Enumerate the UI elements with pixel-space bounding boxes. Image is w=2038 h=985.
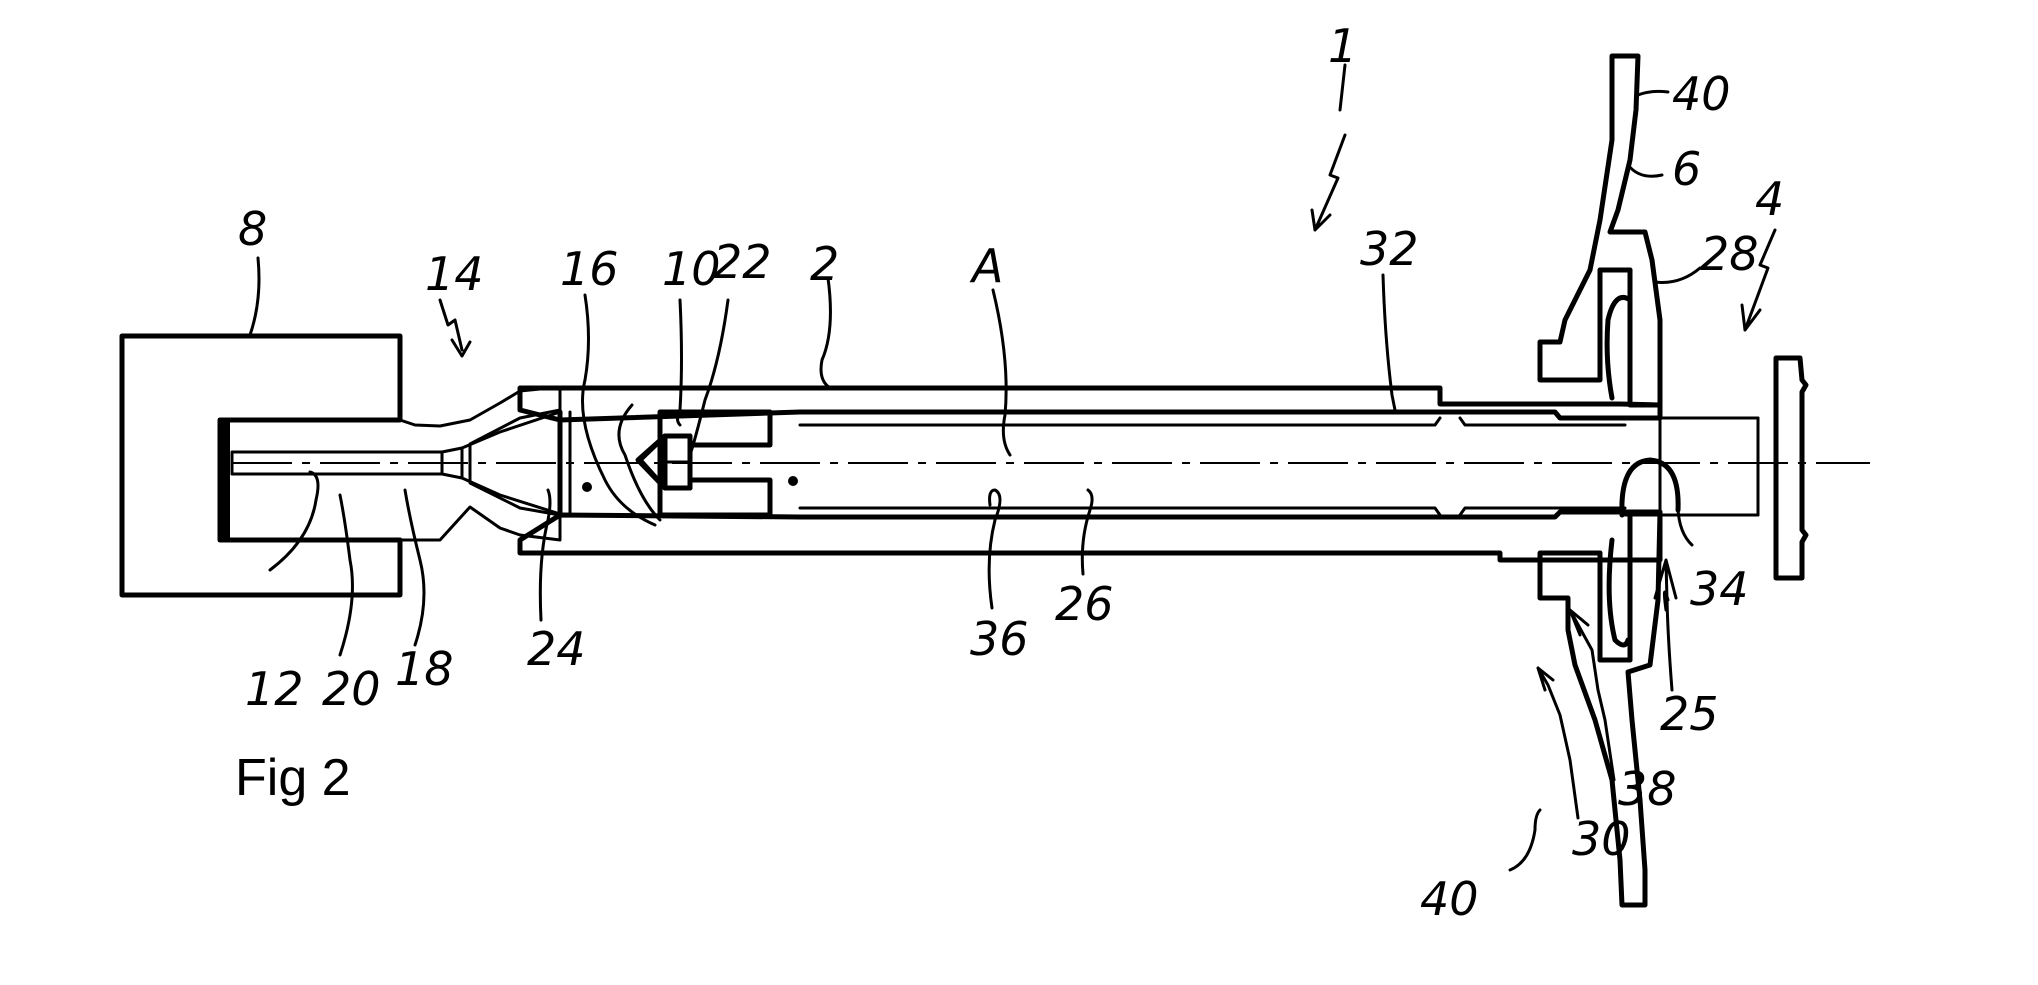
label-38: 38	[1618, 762, 1677, 816]
label-25: 25	[1660, 687, 1719, 741]
leader-40-top	[1636, 89, 1670, 97]
leader-10	[676, 298, 683, 427]
leader-26	[1080, 488, 1094, 576]
flange-upper	[1537, 53, 1663, 408]
label-8: 8	[238, 202, 267, 256]
flange-6	[1537, 53, 1681, 908]
bore-liner	[798, 416, 1627, 517]
block-8-body	[119, 333, 403, 598]
leader-24	[538, 488, 552, 622]
label-36: 36	[970, 612, 1029, 666]
leader-22	[688, 298, 730, 457]
label-10: 10	[662, 242, 721, 296]
leader-40-bottom	[1508, 808, 1542, 872]
label-22: 22	[713, 235, 772, 289]
reference-numerals: 8 14 16 10 22 2 A 1 32 40 6 4 28 34 25 3…	[238, 19, 1784, 926]
leader-28	[1653, 266, 1702, 284]
socket-edge	[218, 418, 230, 542]
label-28: 28	[1700, 227, 1759, 281]
push-disc-25	[1773, 355, 1809, 581]
leader-16	[581, 293, 657, 527]
leader-20	[338, 493, 354, 657]
rod-body	[1658, 416, 1760, 517]
arrow-14	[438, 298, 472, 358]
arrow-1	[1310, 63, 1347, 232]
leader-A	[991, 288, 1012, 457]
leader-6	[1626, 163, 1664, 178]
label-26: 26	[1055, 577, 1114, 631]
label-6: 6	[1672, 142, 1701, 196]
disc-body	[1773, 355, 1809, 581]
leader-34	[1676, 493, 1694, 547]
clip-lower	[1597, 517, 1633, 663]
rod-top	[1623, 416, 1760, 517]
neck-taper-inner	[460, 410, 562, 516]
label-4: 4	[1755, 172, 1784, 226]
clip-28	[1597, 267, 1633, 408]
label-1: 1	[1328, 19, 1357, 73]
label-14: 14	[425, 247, 484, 301]
nozzle-12	[218, 385, 562, 542]
label-32: 32	[1360, 222, 1419, 276]
arrow-25	[1653, 558, 1678, 692]
point-24	[788, 476, 798, 486]
label-A: A	[969, 239, 1003, 293]
barrel-top-wall	[517, 385, 1663, 423]
leader-8	[248, 256, 261, 337]
figure-caption: Fig 2	[235, 749, 351, 807]
label-16: 16	[560, 242, 619, 296]
leader-12	[268, 470, 320, 572]
label-30: 30	[1572, 812, 1631, 866]
leader-2	[819, 276, 832, 390]
arrow-38	[1568, 608, 1616, 782]
label-18: 18	[395, 642, 454, 696]
valve-cone	[637, 433, 668, 491]
label-40-top: 40	[1672, 67, 1731, 121]
block-8	[119, 333, 403, 598]
label-2: 2	[810, 237, 839, 291]
plunger-rod-26	[1623, 416, 1760, 517]
leader-18	[403, 488, 426, 647]
label-34: 34	[1690, 562, 1749, 616]
label-20: 20	[322, 662, 381, 716]
leader-32	[1381, 273, 1397, 412]
arrow-4	[1740, 228, 1777, 332]
seat-16-curve	[617, 403, 662, 522]
label-12: 12	[245, 662, 304, 716]
point-18	[582, 482, 592, 492]
bead-34	[1619, 457, 1681, 518]
leader-36	[987, 488, 1002, 610]
arrow-30	[1536, 666, 1580, 820]
leader-lines	[248, 63, 1777, 872]
label-40-bottom: 40	[1420, 872, 1479, 926]
barrel-bottom-wall	[517, 509, 1663, 563]
label-24: 24	[527, 622, 586, 676]
